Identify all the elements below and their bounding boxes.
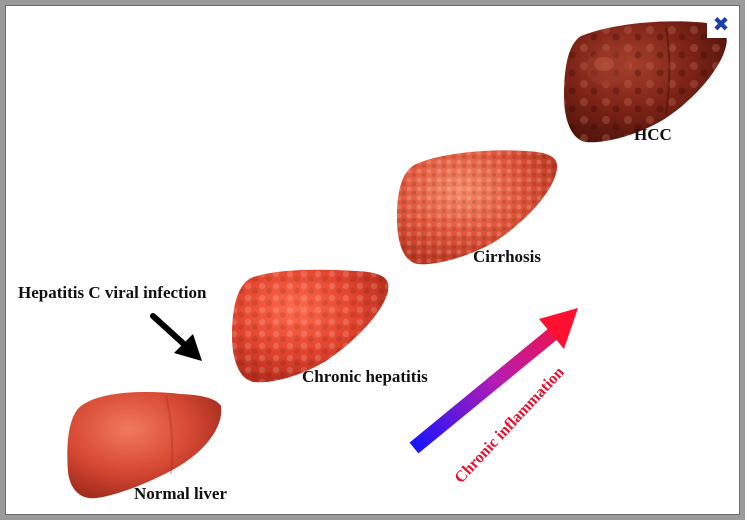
infection-arrow <box>150 313 202 361</box>
cirrhosis-liver <box>397 150 558 265</box>
normal-liver <box>67 391 222 499</box>
label-hepatitis-c-infection: Hepatitis C viral infection <box>18 283 207 302</box>
image-frame: ✖ <box>5 5 740 515</box>
chronic-hepatitis-liver <box>232 269 389 383</box>
label-chronic-inflammation: Chronic inflammation <box>451 364 567 487</box>
hcc-liver <box>564 21 727 143</box>
liver-disease-progression-diagram: Normal liver Chronic hepatitis Cirrhosis <box>18 21 727 503</box>
inflammation-arrow <box>409 308 578 454</box>
close-icon: ✖ <box>712 12 730 36</box>
label-normal-liver: Normal liver <box>134 484 227 503</box>
close-button[interactable]: ✖ <box>707 10 735 38</box>
label-cirrhosis: Cirrhosis <box>473 247 541 266</box>
label-chronic-hepatitis: Chronic hepatitis <box>302 367 428 386</box>
label-hcc: HCC <box>634 125 672 144</box>
